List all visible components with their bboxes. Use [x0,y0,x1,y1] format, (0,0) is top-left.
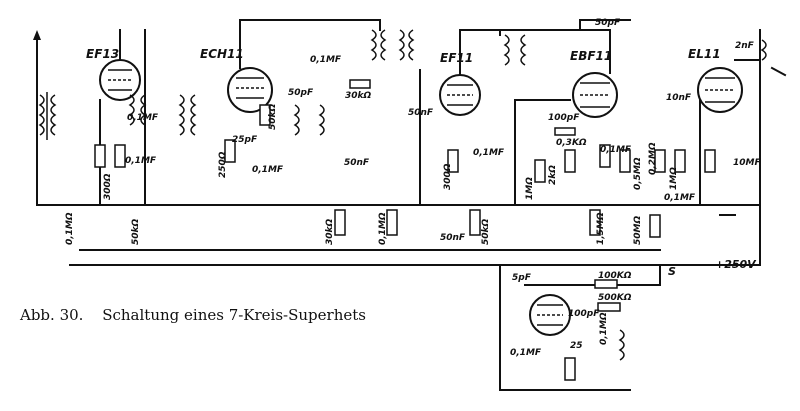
label-res-100k: 100KΩ [598,271,632,281]
label-cap-5pf: 5pF [512,273,532,283]
ech11-stage [178,19,387,236]
label-cap-50nf-a: 50nF [408,108,434,118]
label-cap-50pf-top: 50pF [595,18,621,28]
label-cap-01mf-e: 0,1MF [473,148,505,158]
ef13-stage [94,29,147,206]
label-res-30k: 30kΩ [345,91,372,101]
label-cap-10nf: 10nF [666,93,692,103]
label-cap-01mf-f: 0,1MF [600,145,632,155]
label-cap-25pf: 25pF [232,135,258,145]
ebf11-stage [514,19,631,236]
label-cap-01mf-g: 0,1MF [664,193,696,203]
label-cap-50pf-ech: 50pF [288,88,314,98]
label-res-1m-a: 1MΩ [525,177,535,200]
ground-bus [36,99,761,266]
ef11-stage [439,29,611,236]
label-cap-01mf-h: 0,1MF [510,348,542,358]
label-res-300-b: 300Ω [443,163,453,190]
label-res-03k: 0,3KΩ [556,138,587,148]
label-res-01m-a: 0,1MΩ [65,212,75,245]
label-res-500k: 500KΩ [598,293,632,303]
label-res-01m-b: 0,1MΩ [378,212,388,245]
label-cap-01mf-b: 0,1MF [125,156,157,166]
label-res-250: 250Ω [218,151,228,178]
figure-caption: Abb. 30. Schaltung eines 7-Kreis-Superhe… [20,306,380,324]
label-res-50k: 50kΩ [268,103,278,130]
label-res-2k: 2kΩ [548,165,558,185]
tube-label-ef11: EF11 [440,51,473,65]
label-res-0-1m-c: 0,1MΩ [599,312,609,345]
label-cap-2nf: 2nF [735,41,755,51]
output-coil [760,39,787,77]
label-cap-10mf: 10MF [733,158,761,168]
figure-caption-text: Schaltung eines 7-Kreis-Superhets [102,306,366,324]
el11-stage [649,29,761,266]
label-res-02m: 0,2MΩ [648,142,658,175]
label-res-30k-b: 30kΩ [325,218,335,245]
tube-label-el11: EL11 [688,47,721,61]
label-cap-50nf-c: 50nF [344,158,370,168]
tube-label-ebf11: EBF11 [570,49,612,63]
label-res-1m-b: 1MΩ [669,167,679,190]
label-cap-01mf-d: 0,1MF [310,55,342,65]
label-cap-25: 25 [570,341,583,351]
if-transformer-1 [386,29,421,236]
bottom-stage [499,264,661,391]
antenna [33,30,41,101]
label-cap-50nf-b: 50nF [440,233,466,243]
input-coil [38,92,57,140]
figure-number: Abb. 30. [20,306,84,324]
label-res-05m: 0,5MΩ [633,157,643,190]
label-switch-s: S [668,265,676,278]
label-res-15m: 1,5MΩ [596,212,606,245]
label-cap-100pf-b: 100pF [568,309,600,319]
label-res-50m: 50MΩ [633,216,643,245]
label-res-300-a: 300Ω [103,173,113,200]
label-res-50k-b: 50kΩ [131,218,141,245]
label-supply: +250V [715,258,757,271]
label-res-50k-c: 50kΩ [481,218,491,245]
label-cap-01mf-c: 0,1MF [252,165,284,175]
tube-label-ef13: EF13 [86,47,119,61]
tube-label-ech11: ECH11 [200,47,244,61]
label-cap-01mf-a: 0,1MF [127,113,159,123]
label-cap-100pf-a: 100pF [548,113,580,123]
